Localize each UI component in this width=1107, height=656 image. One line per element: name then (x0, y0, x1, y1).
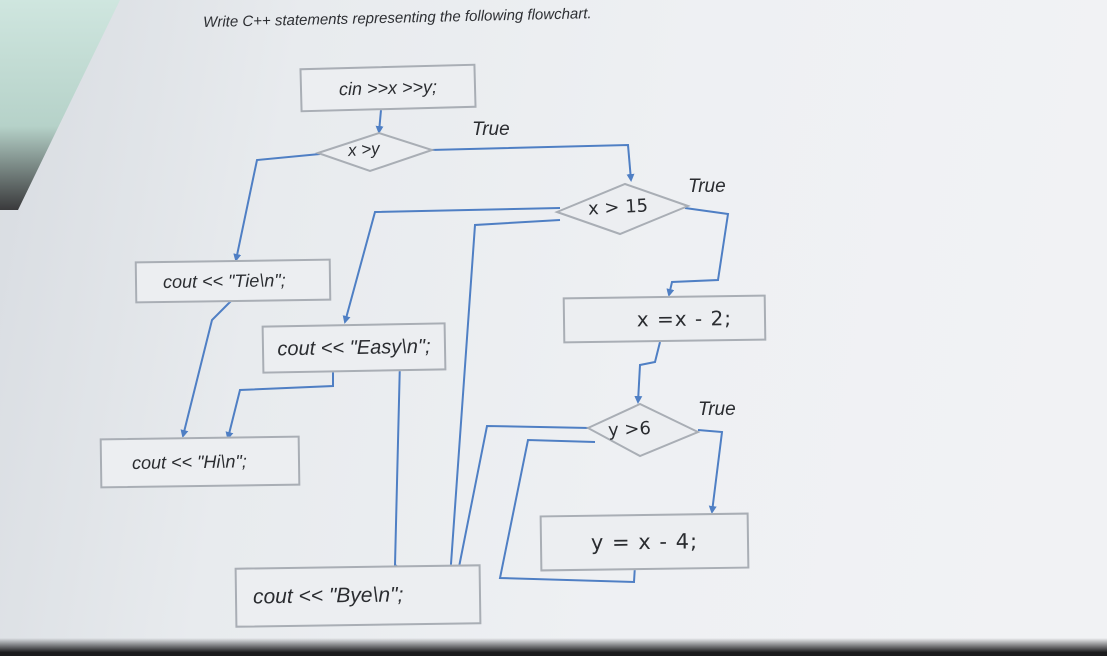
assign-y-box: y = x - 4; (539, 512, 750, 572)
arrow-x15-false (342, 207, 561, 324)
arrow-x15-true (666, 207, 730, 297)
arrow-y6-false (455, 424, 591, 574)
arrow-assigny-loop (498, 438, 636, 584)
bye-box: cout << "Bye\n"; (234, 564, 482, 628)
arrow-cond-true (429, 143, 635, 182)
decision-x-gt-15 (554, 182, 691, 236)
arrow-tie-to-hi (180, 299, 233, 438)
tie-box: cout << "Tie\n"; (134, 258, 332, 304)
true-label-2: True (688, 176, 726, 197)
arrow-assignx-to-y6 (634, 341, 661, 404)
assign-x-box: x =x - 2; (562, 294, 767, 344)
hi-box: cout << "Hi\n"; (99, 435, 301, 489)
monitor-bezel-bottom (0, 638, 1107, 656)
true-label-1: True (472, 119, 510, 140)
cond-x-gt-y-text: x >y (347, 138, 381, 161)
arrow-easy-to-hi (225, 370, 334, 440)
arrow-easy-to-bye (393, 359, 404, 579)
easy-box: cout << "Easy\n"; (261, 322, 447, 374)
input-box: cin >>x >>y; (299, 63, 477, 113)
cond-x-gt-15-text: x > 15 (587, 195, 649, 220)
decision-y-gt-6 (585, 402, 701, 458)
cond-y-gt-6-text: y >6 (607, 417, 652, 442)
true-label-3: True (698, 399, 736, 420)
arrow-x15-to-bye (446, 219, 561, 580)
decision-x-gt-y (314, 131, 436, 173)
arrow-y6-true (697, 429, 724, 514)
arrow-cond-false (233, 153, 321, 262)
arrow-input-to-cond (375, 109, 384, 134)
